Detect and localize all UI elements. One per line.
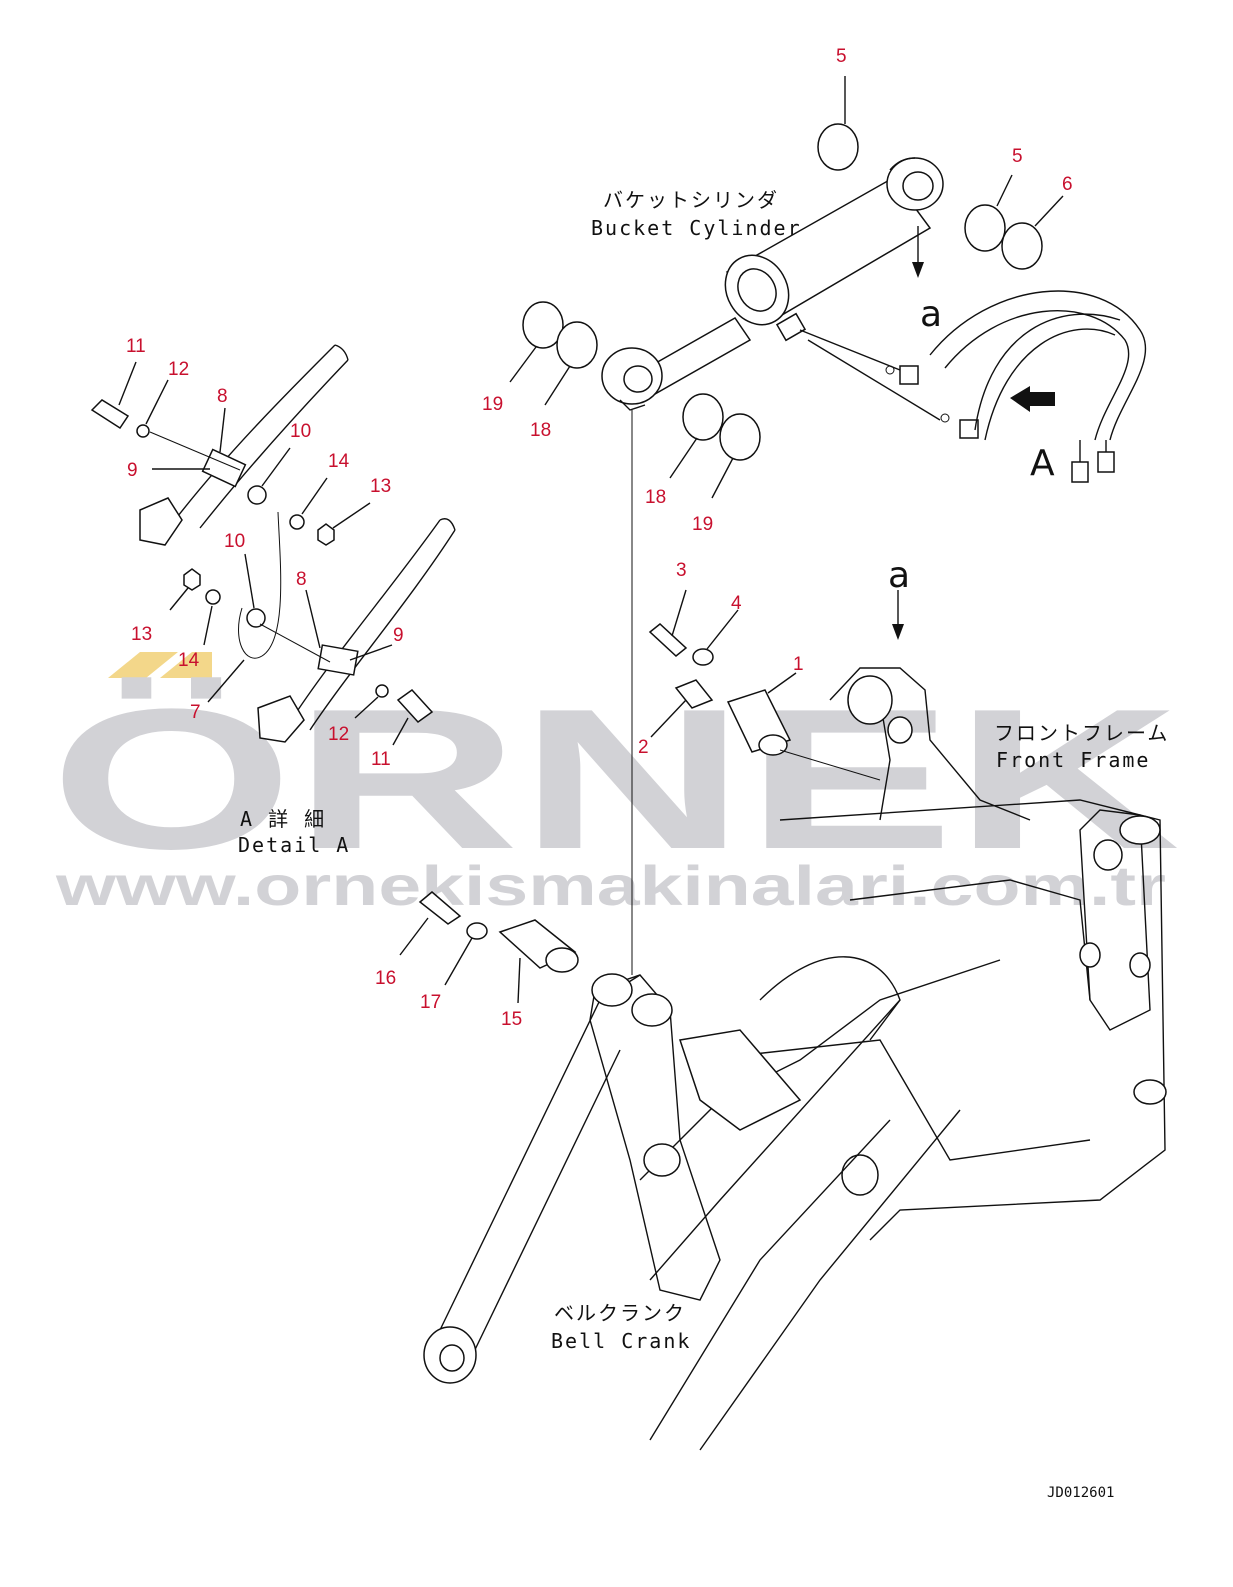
part-number-17: 17 bbox=[420, 992, 441, 1013]
watermark: ÖRNEK www.ornekismakinalari.com.tr bbox=[50, 652, 1180, 917]
part-number-19: 19 bbox=[692, 514, 713, 535]
part-number-9: 9 bbox=[393, 625, 404, 646]
bucket-cylinder-drawing bbox=[522, 123, 1147, 975]
watermark-brand: ÖRNEK bbox=[50, 668, 1180, 891]
part-number-16: 16 bbox=[375, 968, 396, 989]
detail-a-label: Detail A bbox=[238, 833, 350, 857]
drawing-code: JD012601 bbox=[1047, 1485, 1114, 1501]
front-frame-label: Front Frame bbox=[996, 748, 1150, 772]
part-number-3: 3 bbox=[676, 560, 687, 581]
front-frame-drawing bbox=[418, 590, 1167, 1451]
watermark-url: www.ornekismakinalari.com.tr bbox=[55, 854, 1166, 917]
view-marker-a-lower: a bbox=[888, 555, 910, 596]
detail-a-label-jp: A 詳 細 bbox=[240, 807, 326, 831]
part-number-14: 14 bbox=[178, 650, 200, 671]
watermark-umlaut-left bbox=[108, 652, 178, 678]
part-number-18: 18 bbox=[645, 487, 666, 508]
watermark-umlaut-right bbox=[160, 652, 212, 678]
part-number-5: 5 bbox=[836, 46, 847, 67]
part-number-4: 4 bbox=[731, 593, 742, 614]
part-number-13: 13 bbox=[370, 476, 391, 497]
part-number-7: 7 bbox=[190, 702, 201, 723]
part-number-13: 13 bbox=[131, 624, 152, 645]
part-number-10: 10 bbox=[224, 531, 245, 552]
part-number-10: 10 bbox=[290, 421, 311, 442]
part-number-11: 11 bbox=[371, 749, 391, 770]
detail-a-arrow bbox=[1010, 386, 1055, 412]
part-number-8: 8 bbox=[296, 569, 307, 590]
part-number-12: 12 bbox=[168, 359, 189, 380]
part-number-9: 9 bbox=[127, 460, 138, 481]
part-number-15: 15 bbox=[501, 1009, 522, 1030]
leader-lines bbox=[118, 76, 1064, 1004]
bucket-cylinder-label-jp: バケットシリンダ bbox=[603, 188, 779, 212]
front-frame-label-jp: フロントフレーム bbox=[994, 721, 1169, 745]
component-labels: バケットシリンダ Bucket Cylinder フロントフレーム Front … bbox=[238, 188, 1169, 1501]
view-marker-a-upper: a bbox=[920, 294, 942, 335]
part-number-5: 5 bbox=[1012, 146, 1023, 167]
part-number-1: 1 bbox=[793, 654, 804, 675]
part-number-callouts: 5 5 6 19 18 18 19 11 12 8 9 10 14 13 10 … bbox=[126, 46, 1073, 1030]
part-number-18: 18 bbox=[530, 420, 551, 441]
detail-a-marker: A bbox=[1030, 443, 1055, 484]
bell-crank-label-jp: ベルクランク bbox=[554, 1301, 686, 1325]
part-number-12: 12 bbox=[328, 724, 349, 745]
part-number-14: 14 bbox=[328, 451, 350, 472]
bucket-cylinder-label: Bucket Cylinder bbox=[591, 216, 802, 240]
part-number-11: 11 bbox=[126, 336, 146, 357]
part-number-8: 8 bbox=[217, 386, 228, 407]
detail-a-drawing bbox=[90, 344, 456, 743]
part-number-6: 6 bbox=[1062, 174, 1073, 195]
part-number-19: 19 bbox=[482, 394, 503, 415]
bell-crank-label: Bell Crank bbox=[551, 1329, 691, 1353]
part-number-2: 2 bbox=[638, 737, 649, 758]
